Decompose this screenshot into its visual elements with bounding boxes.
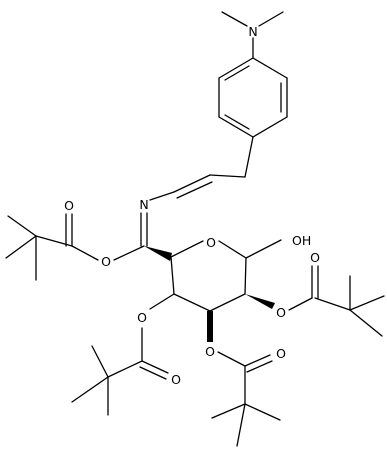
ring-bond-c2-c3 xyxy=(209,293,246,312)
anomeric-oh-bond xyxy=(245,239,282,259)
imidate-carbon xyxy=(113,245,172,261)
ring-bond-c1-c2 xyxy=(244,257,247,295)
allyl-imine-chain: N xyxy=(139,136,254,247)
ester-3-carbonyl-bond-a xyxy=(244,354,271,367)
benzene-bond-1 xyxy=(252,57,288,79)
atom-o-carbonyl-1: O xyxy=(64,198,74,213)
ester-4-methyl-a xyxy=(91,345,109,378)
ester-1-o-c-bond xyxy=(71,245,99,261)
atom-oh-anomeric: OH xyxy=(292,233,311,248)
c4-o-bond xyxy=(149,293,175,310)
benzene-bond-3 xyxy=(252,116,288,138)
benzene-ring xyxy=(218,57,288,138)
wedge-bond-c2-o xyxy=(245,294,275,309)
ester-2-o-c-bond xyxy=(288,297,313,311)
ester-2-tbu-bond xyxy=(314,297,351,311)
benzene-bond-4 xyxy=(218,116,254,138)
pyranose-ring: O OH xyxy=(170,233,311,312)
ester-4-carbonyl-bond-b xyxy=(139,366,167,380)
ester-3-methyl-c xyxy=(236,403,246,447)
pivaloyl-group-2: O O xyxy=(245,250,385,337)
ester-3-o-c-bond xyxy=(217,351,246,367)
n-methyl-bond-right xyxy=(258,11,284,27)
wedge-bond-c5-imidate xyxy=(144,246,172,261)
benzene-bond-6 xyxy=(218,57,254,79)
atom-o-ring: O xyxy=(206,235,216,250)
dimethylamino-group: N xyxy=(221,11,284,59)
imidate-o-bond xyxy=(113,245,145,261)
ring-bond-c4-c5 xyxy=(170,256,175,295)
alkene-double-line xyxy=(176,181,213,199)
ester-1-methyl-b xyxy=(5,235,37,259)
ester-2-methyl-b xyxy=(349,295,385,311)
benzene-inner-double-2 xyxy=(224,114,250,130)
ester-2-methyl-c xyxy=(349,309,383,337)
wedge-bond-c3-o xyxy=(207,311,213,342)
atom-o-carbonyl-4: O xyxy=(171,372,181,387)
pivaloyl-group-4: O O xyxy=(71,293,181,416)
ring-bond-c3-c4 xyxy=(173,293,211,312)
benzyl-bond xyxy=(244,136,254,178)
atom-n-imine: N xyxy=(139,197,148,212)
ester-3-carbonyl-bond-b xyxy=(246,360,273,373)
ch2-ch-bond xyxy=(209,174,246,178)
atom-o-ester-3: O xyxy=(205,344,215,359)
ester-3-methyl-a xyxy=(211,403,246,419)
atom-o-ester-4: O xyxy=(137,310,147,325)
atom-o-carbonyl-3: O xyxy=(276,346,286,361)
atom-o-ester-2: O xyxy=(276,305,286,320)
n-methyl-bond-left xyxy=(221,11,248,27)
ring-bond-o-c1 xyxy=(218,240,247,259)
pivaloyl-group-3: O O xyxy=(205,311,286,447)
alkene-n-bond xyxy=(149,191,175,201)
ester-3-methyl-b xyxy=(244,403,281,421)
ester-1-tbu-bond xyxy=(35,235,73,247)
alkene-bond xyxy=(173,174,211,193)
ring-bond-c5-o xyxy=(170,240,204,258)
benzene-inner-double-3 xyxy=(224,65,250,81)
atom-n-dimethylamino: N xyxy=(248,24,257,39)
ester-4-methyl-b xyxy=(71,376,109,403)
ester-4-tbu-bond xyxy=(107,360,143,378)
atom-o-ester-1: O xyxy=(101,254,111,269)
ester-4-carbonyl-bond-a xyxy=(141,360,169,374)
pivaloyl-group-1: O O xyxy=(5,198,111,281)
atom-o-carbonyl-2: O xyxy=(310,250,320,265)
ester-1-methyl-a xyxy=(7,215,37,237)
